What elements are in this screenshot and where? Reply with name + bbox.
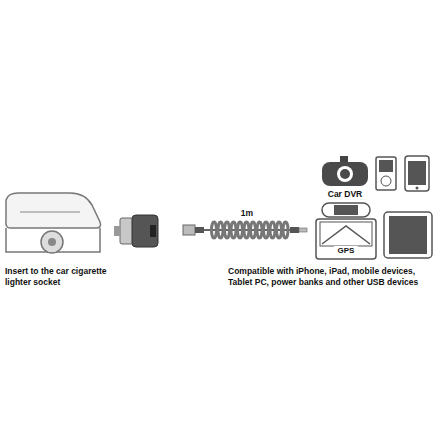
device-label: GPS [334, 246, 358, 256]
coil-winding [283, 222, 288, 238]
coil-winding [231, 222, 236, 238]
coil-winding [218, 222, 223, 238]
car-dvr-icon [322, 156, 368, 186]
phone-icon [405, 156, 429, 191]
car-charger [114, 215, 158, 247]
coil-winding [244, 222, 249, 238]
mp3-player-icon [376, 157, 396, 190]
coil-winding [270, 222, 275, 238]
coil-winding [225, 222, 230, 238]
compatibility-note: Compatible with iPhone, iPad, mobile dev… [228, 266, 436, 288]
tablet-icon [384, 212, 432, 258]
instruction-note: Insert to the car cigarette lighter sock… [5, 266, 117, 288]
gps-icon [316, 219, 376, 259]
usb-cable [183, 222, 307, 238]
coil-winding [238, 222, 243, 238]
handheld-console-icon [322, 203, 370, 217]
coil-winding [277, 222, 282, 238]
coil-winding [251, 222, 256, 238]
device-label: Car DVR [318, 189, 372, 200]
coil-winding [212, 222, 217, 238]
car-dashboard [6, 193, 101, 253]
length-label: 1m [232, 208, 262, 219]
coil-winding [257, 222, 262, 238]
coil-winding [264, 222, 269, 238]
